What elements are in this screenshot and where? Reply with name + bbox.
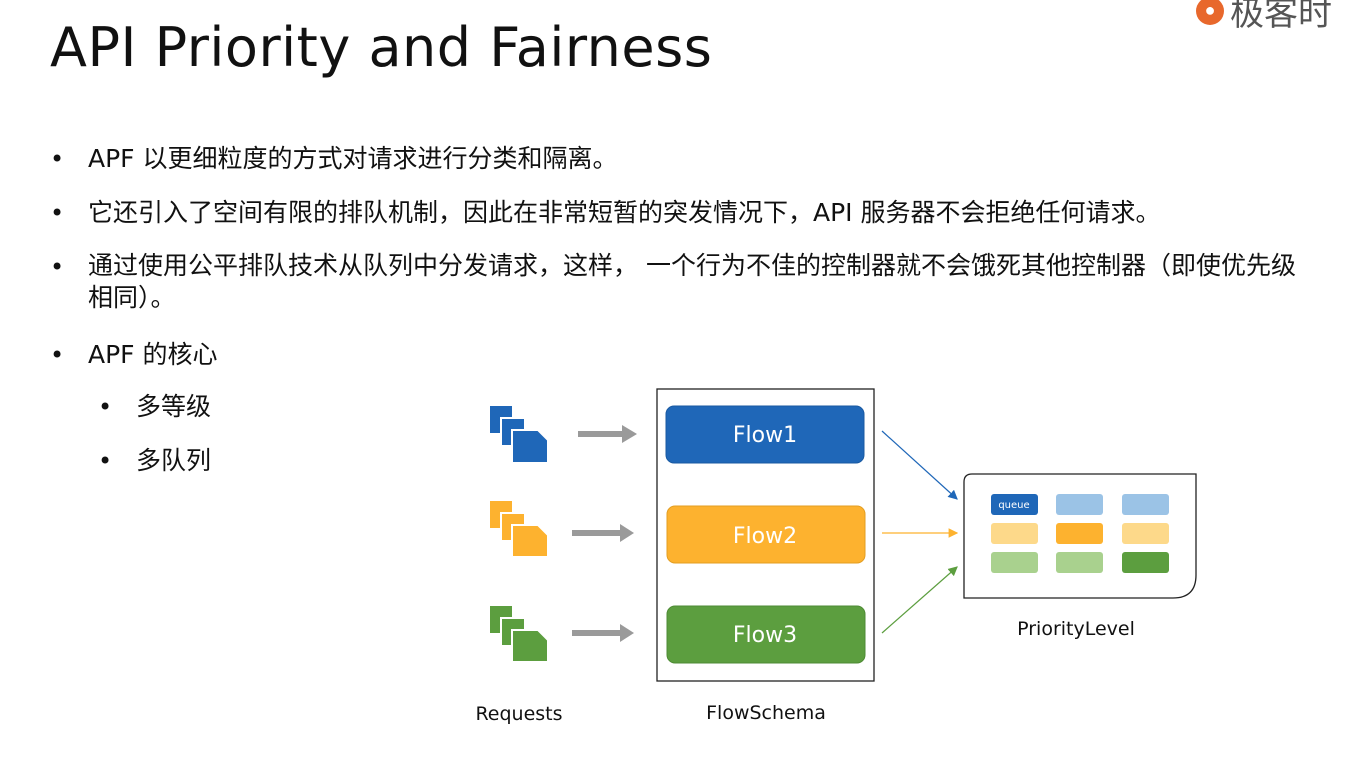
bullet-item: • APF 以更细粒度的方式对请求进行分类和隔离。 bbox=[50, 142, 618, 176]
request-stack-blue-icon bbox=[490, 406, 549, 464]
flow3-arrow bbox=[881, 566, 958, 634]
gray-arrow-icon bbox=[572, 524, 634, 542]
flow3-label: Flow3 bbox=[733, 623, 797, 648]
brand-logo: ● 极客时 bbox=[1196, 0, 1332, 35]
flow1-arrow bbox=[881, 430, 958, 500]
bullet-dot-icon: • bbox=[98, 393, 113, 421]
bullet-dot-icon: • bbox=[50, 253, 65, 281]
request-stack-green-icon bbox=[490, 606, 549, 663]
slide-title: API Priority and Fairness bbox=[50, 16, 713, 79]
bullet-dot-icon: • bbox=[50, 199, 65, 227]
bullet-text: APF 的核心 bbox=[88, 340, 218, 369]
queue-label: queue bbox=[998, 500, 1029, 511]
bullet-dot-icon: • bbox=[50, 341, 65, 369]
requests-label: Requests bbox=[475, 703, 562, 725]
sub-bullet-text: 多等级 bbox=[136, 392, 212, 421]
queue-cell bbox=[1122, 552, 1169, 573]
flow3-box bbox=[666, 605, 866, 664]
queue-cell bbox=[1056, 552, 1103, 573]
sub-bullet-item: • 多队列 bbox=[98, 444, 211, 478]
queue-cell bbox=[1056, 494, 1103, 515]
queue-cell bbox=[991, 552, 1038, 573]
queue-cell bbox=[991, 523, 1038, 544]
sub-bullet-text: 多队列 bbox=[136, 446, 212, 475]
flow2-box bbox=[666, 505, 866, 564]
bullet-dot-icon: • bbox=[98, 447, 113, 475]
priority-level-label: PriorityLevel bbox=[1017, 618, 1135, 640]
flowschema-label: FlowSchema bbox=[706, 702, 826, 724]
bullet-item: • APF 的核心 bbox=[50, 338, 218, 372]
flow1-box bbox=[665, 405, 865, 464]
bullet-text: 它还引入了空间有限的排队机制，因此在非常短暂的突发情况下，API 服务器不会拒绝… bbox=[88, 198, 1161, 227]
sub-bullet-item: • 多等级 bbox=[98, 390, 211, 424]
brand-logo-icon: ● bbox=[1196, 0, 1224, 25]
gray-arrow-icon bbox=[572, 624, 634, 642]
queue-cell bbox=[1122, 494, 1169, 515]
flow2-label: Flow2 bbox=[733, 524, 797, 549]
queue-cell bbox=[1122, 523, 1169, 544]
queue-cell bbox=[1056, 523, 1103, 544]
bullet-text: APF 以更细粒度的方式对请求进行分类和隔离。 bbox=[88, 144, 618, 173]
bullet-dot-icon: • bbox=[50, 145, 65, 173]
bullet-text: 通过使用公平排队技术从队列中分发请求，这样， 一个行为不佳的控制器就不会饿死其他… bbox=[88, 251, 1296, 312]
gray-arrow-icon bbox=[578, 425, 637, 443]
bullet-item: • 它还引入了空间有限的排队机制，因此在非常短暂的突发情况下，API 服务器不会… bbox=[50, 196, 1161, 230]
bullet-item: • 通过使用公平排队技术从队列中分发请求，这样， 一个行为不佳的控制器就不会饿死… bbox=[50, 250, 1318, 314]
flow1-label: Flow1 bbox=[733, 423, 797, 448]
queue-cell bbox=[991, 494, 1038, 515]
brand-logo-text: 极客时 bbox=[1230, 0, 1332, 34]
request-stack-orange-icon bbox=[490, 501, 549, 558]
